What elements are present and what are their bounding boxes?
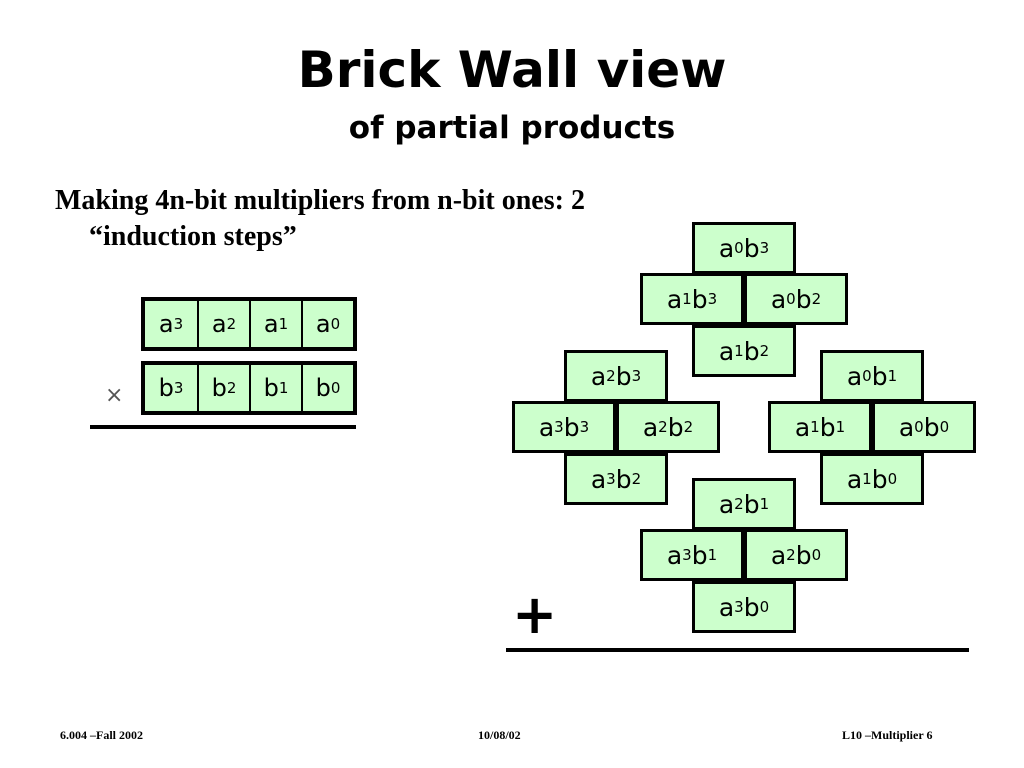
slide-subtitle: of partial products xyxy=(348,110,676,146)
footer-course: 6.004 –Fall 2002 xyxy=(60,728,143,742)
sum-underline xyxy=(506,648,969,652)
footer-slide-ref: L10 –Multiplier 6 xyxy=(842,728,933,742)
bullet-text: Making 4n-bit multipliers from n-bit one… xyxy=(55,185,585,252)
multiply-sign: × xyxy=(105,383,124,408)
slide-title: Brick Wall view xyxy=(297,41,727,99)
footer-date: 10/08/02 xyxy=(478,728,521,742)
plus-sign: + xyxy=(512,583,558,646)
operand-underline xyxy=(90,425,356,429)
